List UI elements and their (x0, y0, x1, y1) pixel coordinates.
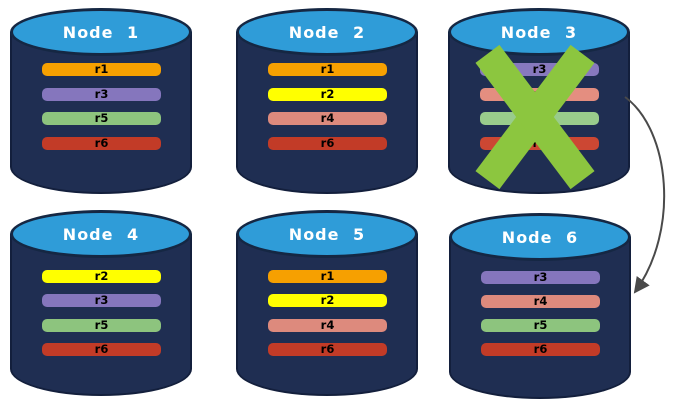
node-5-cylinder-top: Node 5 (236, 210, 418, 258)
node-5-title: Node 5 (288, 224, 366, 244)
node-3-title: Node 3 (500, 22, 578, 42)
node-4-cylinder-body (10, 234, 192, 396)
node-1-replica-r6: r6 (42, 137, 161, 150)
node-1-replica-r5: r5 (42, 112, 161, 125)
node-2-cylinder-top: Node 2 (236, 8, 418, 56)
node-2: Node 2 r1 r2 r4 r6 (236, 8, 418, 194)
node-1-replica-r3: r3 (42, 88, 161, 101)
node-3: Node 3 r3 r4 r5 r6 (448, 8, 630, 194)
node-4-replica-r2: r2 (42, 270, 161, 283)
node-2-replica-r6: r6 (268, 137, 387, 150)
node-5-replica-r4: r4 (268, 319, 387, 332)
node-6-cylinder-top: Node 6 (449, 213, 631, 261)
failover-arrow (624, 96, 666, 294)
node-6-replica-r3: r3 (481, 271, 600, 284)
arrow-path (624, 96, 666, 294)
node-6-cylinder-body (449, 237, 631, 399)
node-1-title: Node 1 (62, 22, 140, 42)
node-4-title: Node 4 (62, 224, 140, 244)
node-1-cylinder-top: Node 1 (10, 8, 192, 56)
node-5: Node 5 r1 r2 r4 r6 (236, 210, 418, 396)
node-4-replica-r3: r3 (42, 294, 161, 307)
node-5-replica-r6: r6 (268, 343, 387, 356)
node-6-replica-r5: r5 (481, 319, 600, 332)
node-4-replica-r6: r6 (42, 343, 161, 356)
node-4-replica-r5: r5 (42, 319, 161, 332)
node-6-replica-r6: r6 (481, 343, 600, 356)
node-3-cylinder-top: Node 3 (448, 8, 630, 56)
node-6-replica-r4: r4 (481, 295, 600, 308)
node-2-replica-r2: r2 (268, 88, 387, 101)
node-6: Node 6 r3 r4 r5 r6 (449, 213, 631, 399)
node-4: Node 4 r2 r3 r5 r6 (10, 210, 192, 396)
node-2-replica-r4: r4 (268, 112, 387, 125)
node-2-replica-r1: r1 (268, 63, 387, 76)
node-4-cylinder-top: Node 4 (10, 210, 192, 258)
node-5-replica-r2: r2 (268, 294, 387, 307)
node-1-replica-r1: r1 (42, 63, 161, 76)
node-1: Node 1 r1 r3 r5 r6 (10, 8, 192, 194)
failure-cross-icon (474, 44, 595, 189)
node-6-title: Node 6 (501, 227, 579, 247)
node-5-replica-r1: r1 (268, 270, 387, 283)
node-5-cylinder-body (236, 234, 418, 396)
node-2-title: Node 2 (288, 22, 366, 42)
